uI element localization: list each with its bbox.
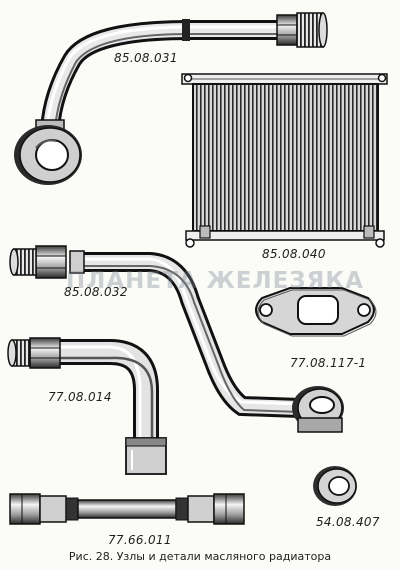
tube-85-08-031 <box>14 12 328 185</box>
washer-54-08-407 <box>313 466 357 506</box>
tube-77-08-014 <box>7 337 167 475</box>
part-label-77-08-014: 77.08.014 <box>48 390 112 404</box>
radiator-85-08-040 <box>181 73 388 248</box>
figure-caption: Рис. 28. Узлы и детали масляного радиато… <box>68 550 332 563</box>
hose-77-66-011 <box>9 493 245 525</box>
part-label-85-08-032: 85.08.032 <box>64 285 128 299</box>
tube-85-08-032 <box>9 245 344 433</box>
part-label-77-08-117-1: 77.08.117-1 <box>290 356 367 370</box>
part-label-54-08-407: 54.08.407 <box>316 515 380 529</box>
part-label-85-08-040: 85.08.040 <box>262 247 326 261</box>
part-label-85-08-031: 85.08.031 <box>114 51 178 65</box>
part-label-77-66-011: 77.66.011 <box>108 533 172 547</box>
gasket-77-08-117-1 <box>255 287 377 337</box>
watermark-text: ПЛАНЕТА ЖЕЛЕЗЯКА <box>66 268 364 294</box>
